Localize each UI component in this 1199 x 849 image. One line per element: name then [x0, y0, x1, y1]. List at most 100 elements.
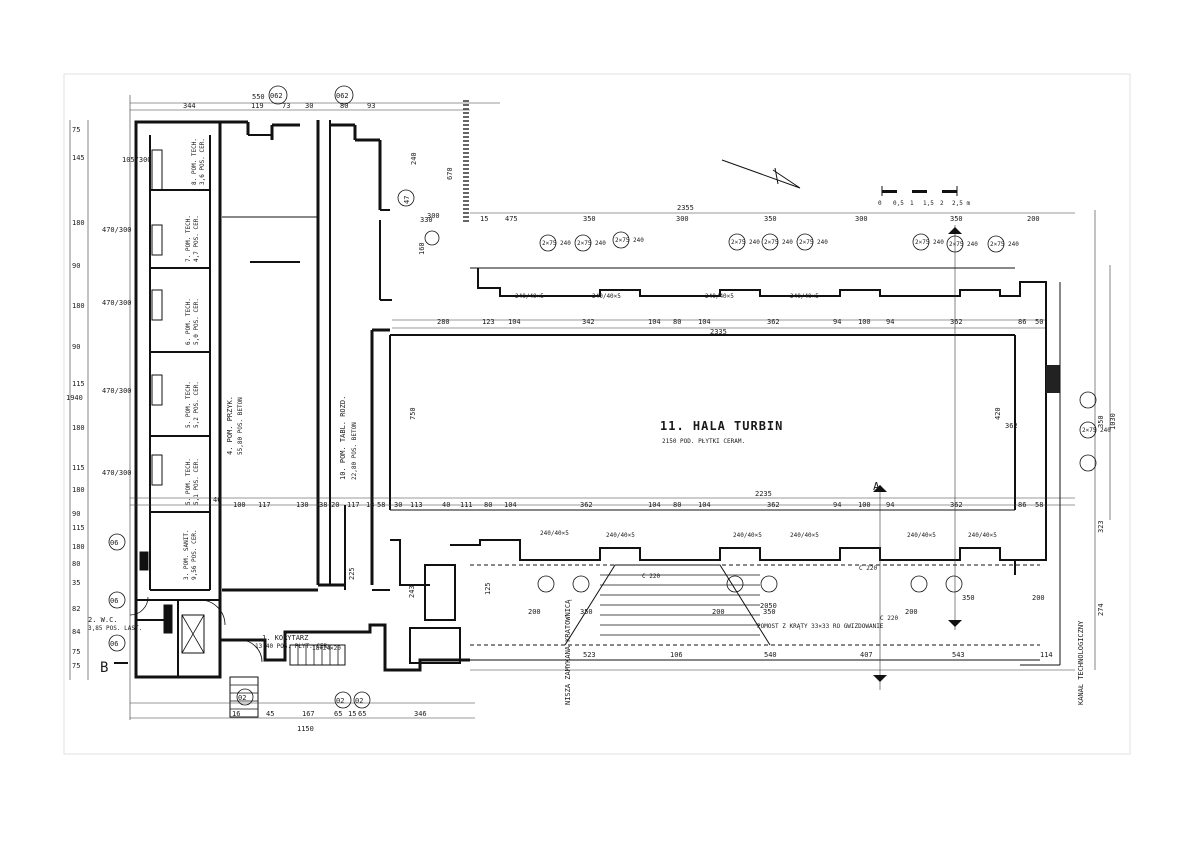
turbine-tag: 2×75 240: [764, 239, 793, 246]
dim-right: 350: [1097, 415, 1105, 428]
dim-low: 117: [258, 501, 271, 509]
dim-footer: 65: [358, 710, 366, 718]
dim-top: 15: [480, 215, 488, 223]
dim-low: 104: [648, 501, 661, 509]
dim-left: 180: [72, 219, 85, 227]
dim-low: 38: [319, 501, 327, 509]
dim-mid: 104: [698, 318, 711, 326]
dim-top: 93: [367, 102, 375, 110]
dim-top: 344: [183, 102, 196, 110]
scale-label: 2: [940, 200, 944, 207]
wc-sub: 3,85 POS. LAST.: [88, 625, 142, 632]
misc-dim: 47: [403, 196, 411, 204]
dim-top: 475: [505, 215, 518, 223]
room5-sub: 5,2 POS. CER.: [193, 381, 200, 428]
dim-left: 75: [72, 662, 80, 670]
dim-left: 80: [72, 560, 80, 568]
window-tag: 240/40×5: [790, 293, 819, 300]
dim-low: 2235: [755, 490, 772, 498]
dim-low: 58: [377, 501, 385, 509]
misc-dim: 160: [418, 242, 426, 255]
window-tag: 240/40×5: [907, 532, 936, 539]
side-note-1: NISZA ZAMYKANA KRATOWNICĄ: [564, 599, 572, 705]
corridor-sub: 13,40 POS. PŁYT. CER.: [255, 643, 331, 650]
dim-low: 80: [673, 501, 681, 509]
dim-bottom: 200: [905, 608, 918, 616]
window-note: 470/300: [102, 387, 132, 395]
dim-low: 104: [504, 501, 517, 509]
dim-left: 115: [72, 464, 85, 472]
dim-left: 180: [72, 302, 85, 310]
dim-bottom: 200: [1032, 594, 1045, 602]
room3-label: 3. POM. SANIT.: [183, 529, 190, 580]
hall-title: 11. HALA TURBIN: [660, 419, 783, 433]
dim-low: 130: [296, 501, 309, 509]
north-arrow-icon: [721, 159, 801, 189]
window-tag: 240/40×5: [705, 293, 734, 300]
dim-low: 100: [858, 501, 871, 509]
turbine-tag: 2×75 240: [542, 240, 571, 247]
room5b-label: 5. POM. TECH.: [185, 458, 192, 505]
section-a-mark: A: [873, 480, 880, 493]
dim-mid: 50: [1035, 318, 1043, 326]
dim-top: 300: [427, 212, 440, 220]
window-tag: 240/40×5: [606, 532, 635, 539]
dim-mid: 80: [673, 318, 681, 326]
plan-texts: 11. HALA TURBIN 2150 POD. PŁYTKI CERAM. …: [66, 92, 1117, 733]
misc-dim: C 220: [642, 573, 660, 580]
misc-dim: 125: [484, 582, 492, 595]
room7-sub: 4,7 POS. CER.: [193, 215, 200, 262]
dim-low: 111: [460, 501, 473, 509]
misc-dim: 670: [446, 167, 454, 180]
dim-right: 323: [1097, 520, 1105, 533]
dim-top: 350: [583, 215, 596, 223]
turbine-tag: 2×75 240: [731, 239, 760, 246]
wc-label: 2. W.C.: [88, 616, 118, 624]
entry-corridor: [129, 551, 470, 718]
dim-footer: 1150: [297, 725, 314, 733]
dim-mid: 342: [582, 318, 595, 326]
dim-mid: 362: [767, 318, 780, 326]
dim-bottom: 350: [962, 594, 975, 602]
dim-bottom: 200: [712, 608, 725, 616]
scale-label: 1: [910, 200, 914, 207]
dim-top: 350: [950, 215, 963, 223]
turbine-tag: 2×75 240: [799, 239, 828, 246]
window-tag: 240/40×5: [540, 530, 569, 537]
section-mark: 062: [336, 92, 349, 100]
dim-footer: 346: [414, 710, 427, 718]
dim-bottom: 2050: [760, 602, 777, 610]
dim-footer: 65: [334, 710, 342, 718]
misc-dim: 330: [420, 216, 433, 224]
dim-low: 40: [213, 496, 221, 504]
dim-left: 90: [72, 343, 80, 351]
dim-top: 350: [764, 215, 777, 223]
dim-footer: 167: [302, 710, 315, 718]
dim-bottom: 350: [763, 608, 776, 616]
window-note: 470/300: [102, 469, 132, 477]
dim-top: 30: [305, 102, 313, 110]
misc-dim: 240: [410, 152, 418, 165]
dim-low: 362: [950, 501, 963, 509]
turbine-tag: 2×75 240: [915, 239, 944, 246]
section-mark: 06: [110, 539, 118, 547]
window-tag: 240/40×5: [592, 293, 621, 300]
dim-mid: 2335: [710, 328, 727, 336]
room5b-sub: 5,1 POS. CER.: [193, 458, 200, 505]
section-b-mark: B: [100, 660, 108, 676]
turbine-tag: 2×75 240: [949, 241, 978, 248]
corridor-label: 1. KORYTARZ: [262, 634, 308, 642]
dim-mid: 280: [437, 318, 450, 326]
room7-label: 7. POM. TECH.: [185, 215, 192, 262]
scale-label: 0: [878, 200, 882, 207]
dim-low: 40: [442, 501, 450, 509]
dim-left: 82: [72, 605, 80, 613]
turbine-circles: [108, 85, 1097, 709]
dim-footer: 15: [348, 710, 356, 718]
dim-low: 100: [233, 501, 246, 509]
window-tag: 240/40×5: [515, 293, 544, 300]
dim-low: 80: [484, 501, 492, 509]
dim-top: 300: [676, 215, 689, 223]
dim-left: 180: [72, 486, 85, 494]
room4-sub: 55,80 POS. BETON: [237, 397, 244, 455]
